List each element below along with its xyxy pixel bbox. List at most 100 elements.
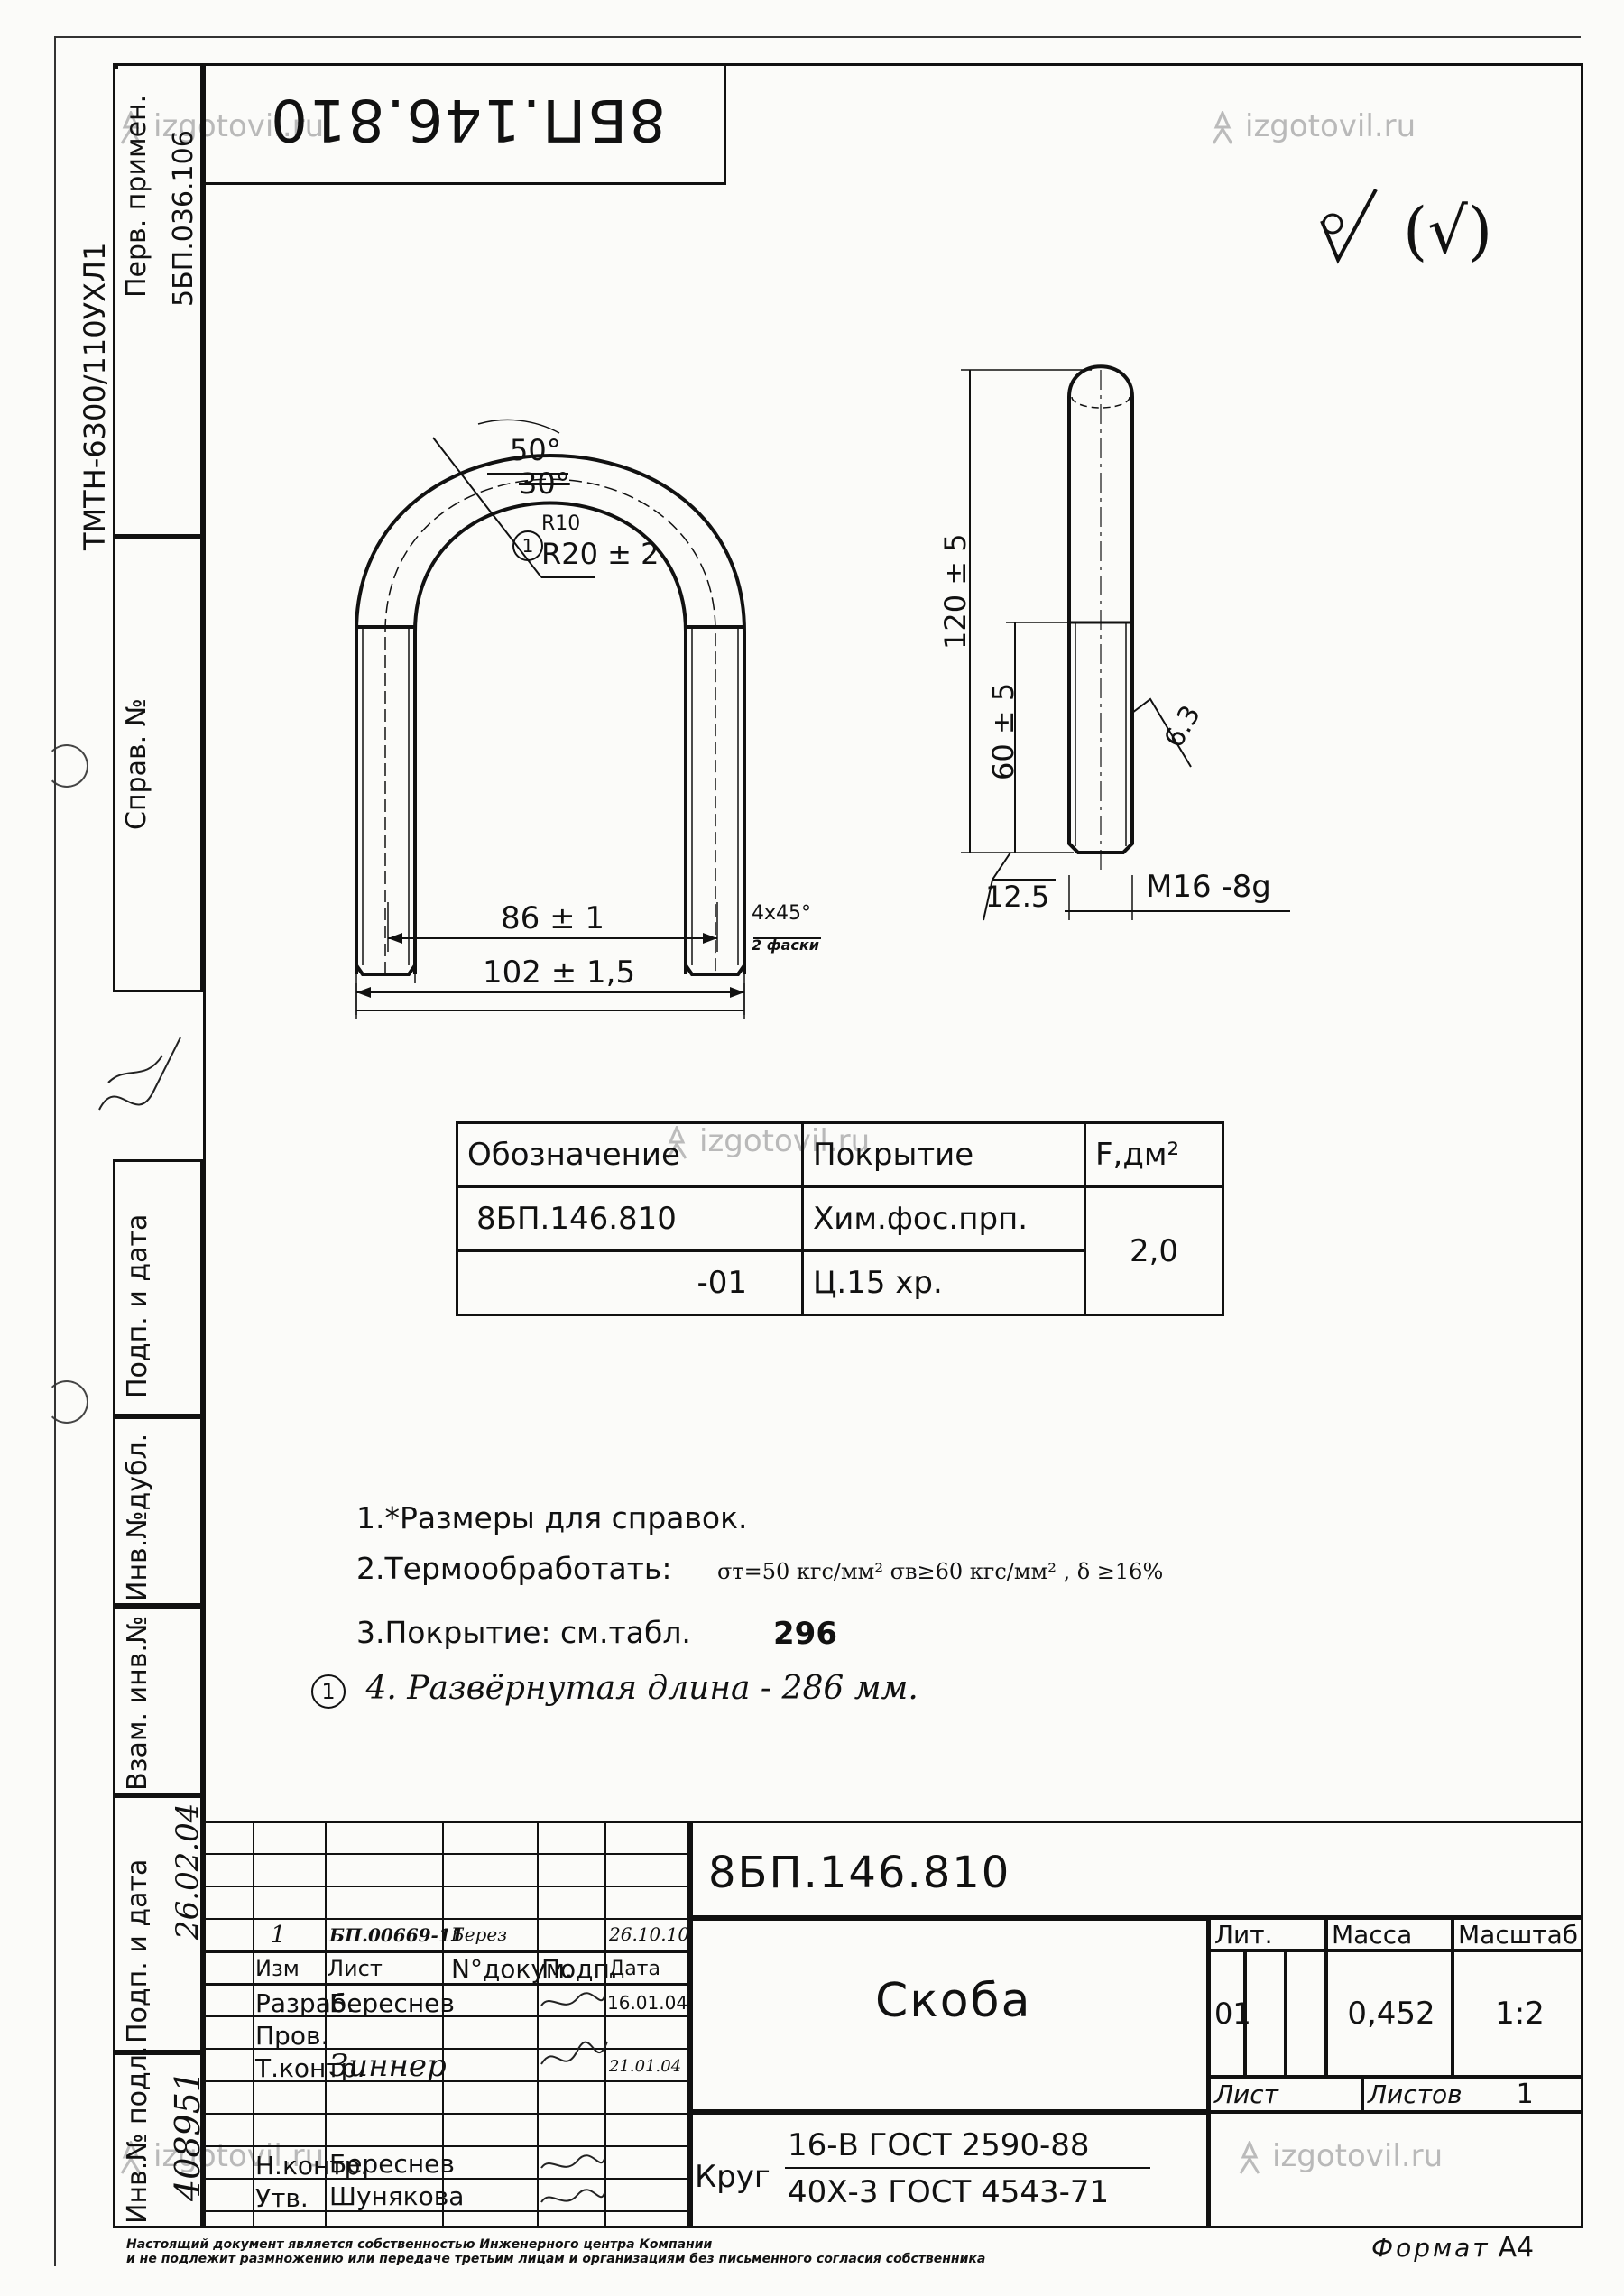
length-dim: 120 ± 5 bbox=[938, 533, 973, 650]
tb-massa-value-cell: 0,452 bbox=[1326, 1950, 1453, 2077]
coating-row-coating: Ц.15 хр. bbox=[801, 1249, 1086, 1316]
tb-nkontr-label: Н.контр. bbox=[255, 2151, 369, 2181]
tb-row-line bbox=[203, 2178, 690, 2180]
coating-table: Обозначение Покрытие F,дм² 8БП.146.810 Х… bbox=[456, 1121, 1224, 1316]
tb-scale-value: 1:2 bbox=[1495, 1996, 1545, 2032]
tb-org-cell bbox=[1209, 2112, 1583, 2228]
outer-width-dim: 102 ± 1,5 bbox=[483, 954, 636, 991]
tb-material-cell bbox=[690, 2112, 1209, 2228]
radius-dim: R20 ± 2 bbox=[541, 537, 660, 571]
tb-divider bbox=[537, 1821, 539, 2228]
tb-grid-left bbox=[203, 1821, 690, 2228]
side-date-value: 26.02.04 bbox=[170, 1803, 206, 1940]
coating-row-designation: -01 bbox=[456, 1249, 804, 1316]
watermark-figure-icon bbox=[1209, 108, 1236, 145]
tb-razrab-label: Разраб. bbox=[255, 1988, 355, 2018]
side-first-use-value: 5БП.036.106 bbox=[168, 130, 199, 307]
note-3: 3.Покрытие: см.табл. bbox=[356, 1615, 691, 1650]
side-cell-product bbox=[113, 63, 118, 69]
tb-row-line bbox=[203, 2210, 690, 2212]
ownership-note: Настоящий документ является собственност… bbox=[126, 2237, 986, 2266]
watermark: izgotovil.ru bbox=[117, 2138, 324, 2175]
punch-hole bbox=[45, 744, 88, 788]
tb-divider bbox=[442, 1821, 444, 2228]
side-cell-first-use bbox=[113, 63, 203, 537]
angle-dim-30: 30° bbox=[519, 466, 570, 501]
side-inv-dup-label: Инв.№дубл. bbox=[122, 1433, 153, 1601]
tb-list-label-cell: Лист bbox=[1209, 2077, 1362, 2112]
tb-lit-cell-2 bbox=[1245, 1950, 1286, 2077]
side-view-drawing bbox=[961, 364, 1290, 921]
revision-circle-mark: 1 bbox=[512, 530, 543, 561]
roughness-mark: (√) bbox=[1403, 194, 1493, 268]
tb-row-line bbox=[203, 1853, 690, 1855]
tb-rev-number: 1 bbox=[271, 1922, 286, 1949]
watermark: izgotovil.ru bbox=[1236, 2138, 1443, 2175]
tb-listov-label: Листов bbox=[1368, 2079, 1463, 2109]
side-sign-date2-label: Подп. и дата bbox=[122, 1858, 153, 2043]
tb-row-line bbox=[203, 1983, 690, 1986]
tb-listov-value: 1 bbox=[1516, 2079, 1534, 2110]
tb-signatures bbox=[540, 1992, 608, 2203]
side-cell-replace-inv bbox=[113, 1606, 203, 1795]
side-ref-label: Справ. № bbox=[121, 698, 152, 830]
watermark: izgotovil.ru bbox=[117, 108, 324, 145]
tb-listov-label-cell: Листов 1 bbox=[1362, 2077, 1583, 2112]
format-label: Формат А4 bbox=[1371, 2232, 1535, 2264]
width-dimension-lines bbox=[355, 902, 821, 1015]
coating-area-value: 2,0 bbox=[1084, 1185, 1224, 1316]
angle-dim-50: 50° bbox=[510, 433, 561, 467]
tb-header-list: Лист bbox=[328, 1956, 383, 1981]
tb-rev-doc: БП.00669-11 bbox=[329, 1924, 464, 1946]
watermark-figure-icon bbox=[1236, 2138, 1263, 2175]
side-cell-sign-date bbox=[113, 1159, 203, 1416]
coating-row-coating: Хим.фос.прп. bbox=[801, 1185, 1086, 1252]
tb-massa-label-cell: Масса bbox=[1326, 1918, 1453, 1950]
coating-row-designation: 8БП.146.810 bbox=[456, 1185, 804, 1252]
note-2: 2.Термообработать: σт=50 кгс/мм² σв≥60 к… bbox=[356, 1544, 1163, 1597]
tb-row-line bbox=[203, 2015, 690, 2017]
tb-tkontr-date: 21.01.04 bbox=[609, 2057, 682, 2076]
tb-row-line bbox=[203, 1918, 690, 1920]
thread-dim: M16 -8g bbox=[1146, 869, 1271, 905]
roughness-value-2: 12.5 bbox=[985, 880, 1050, 914]
sheet-outer-border bbox=[54, 36, 1581, 2266]
tb-prov-label: Пров. bbox=[255, 2021, 329, 2051]
technical-notes: 1.*Размеры для справок. 2.Термообработат… bbox=[311, 1493, 1163, 1714]
watermark-figure-icon bbox=[117, 2138, 144, 2175]
tb-doc-number: 8БП.146.810 bbox=[708, 1848, 1011, 1898]
tb-tkontr-name: Зиннер bbox=[329, 2048, 447, 2084]
tb-row-line bbox=[203, 2080, 690, 2082]
tb-lit-value-cell: 01 bbox=[1209, 1950, 1251, 2077]
note-4-rev-mark: 1 bbox=[311, 1674, 346, 1709]
tb-header-sign: Подп. bbox=[541, 1954, 618, 1984]
note-4-text: 4. Развёрнутая длина - 286 мм. bbox=[365, 1670, 918, 1707]
tb-massa-value: 0,452 bbox=[1347, 1996, 1435, 2032]
tb-row-line bbox=[203, 2113, 690, 2115]
tb-material-bottom: 40Х-3 ГОСТ 4543-71 bbox=[788, 2174, 1110, 2210]
note-2-text: 2.Термообработать: bbox=[356, 1551, 672, 1586]
tb-row-line bbox=[203, 2048, 690, 2050]
tb-lit-label: Лит. bbox=[1214, 1919, 1273, 1950]
tb-material-top: 16-В ГОСТ 2590-88 bbox=[788, 2127, 1090, 2163]
tb-row-line bbox=[203, 1950, 690, 1953]
note-4-correction: 296 bbox=[773, 1616, 837, 1652]
tb-title-cell bbox=[690, 1918, 1209, 2112]
side-inv-orig-label: Инв.№ подл. bbox=[122, 2045, 153, 2224]
radius-small-dim: R10 bbox=[541, 512, 581, 535]
tb-rev-date: 26.10.10 bbox=[609, 1923, 690, 1945]
tb-lit-cell-3 bbox=[1286, 1950, 1326, 2077]
watermark: izgotovil.ru bbox=[1209, 108, 1416, 145]
thread-length-dim: 60 ± 5 bbox=[986, 682, 1020, 780]
punch-hole bbox=[45, 1380, 88, 1424]
tb-title: Скоба bbox=[875, 1974, 1032, 2028]
side-cell-ref bbox=[113, 537, 203, 992]
tb-massa-label: Масса bbox=[1332, 1919, 1413, 1950]
side-signature bbox=[98, 1037, 181, 1111]
tb-divider bbox=[253, 1821, 254, 2228]
tb-material-prefix: Круг bbox=[695, 2159, 770, 2195]
side-inv-orig-value: 408951 bbox=[168, 2070, 208, 2201]
coating-header-designation: Обозначение bbox=[456, 1121, 804, 1188]
note-4: 1 4. Развёрнутая длина - 286 мм. bbox=[311, 1664, 1163, 1714]
tb-lit-value: 01 bbox=[1214, 1996, 1251, 2031]
